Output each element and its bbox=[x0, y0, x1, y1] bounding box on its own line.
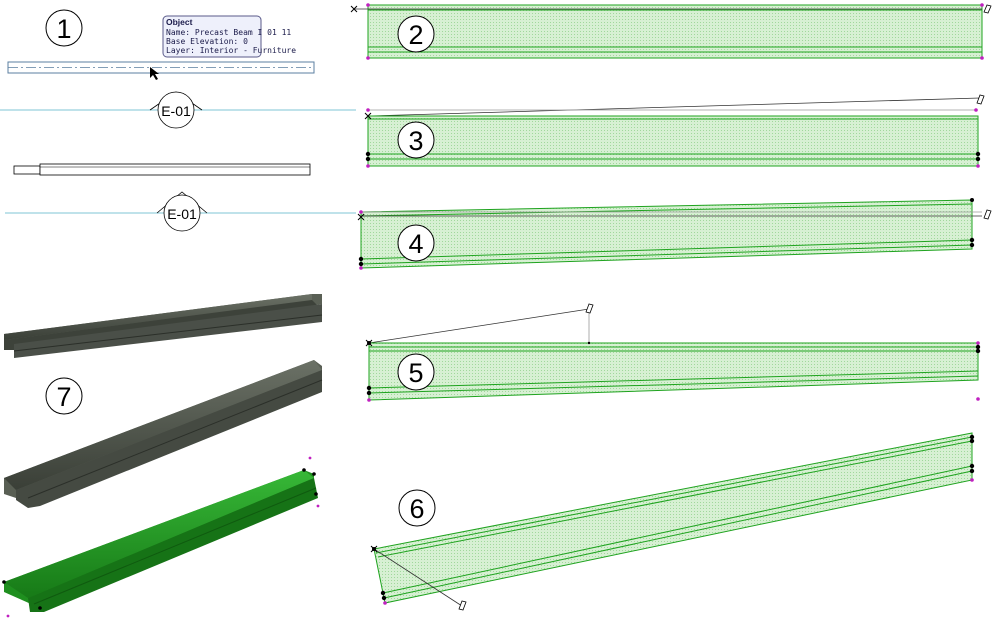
beam-tilted-edit[interactable] bbox=[367, 115, 979, 167]
panel-number-circle bbox=[397, 353, 435, 391]
start-point-icon bbox=[370, 545, 378, 553]
panel-2: 2 bbox=[350, 3, 992, 60]
pencil-icon bbox=[983, 209, 992, 220]
slope-guide-line bbox=[367, 97, 981, 117]
beam-sloped-a[interactable] bbox=[360, 199, 973, 269]
elevation-marker[interactable]: E-01 bbox=[149, 91, 203, 129]
panel-number-5: 5 bbox=[408, 358, 423, 388]
selection-handles[interactable] bbox=[358, 198, 975, 270]
panel-6: 6 bbox=[370, 432, 975, 611]
panel-5: 5 bbox=[365, 303, 981, 402]
beam-render-flat bbox=[4, 294, 323, 358]
start-point-icon bbox=[365, 339, 373, 347]
pencil-icon bbox=[585, 303, 594, 314]
panel-number-7: 7 bbox=[56, 382, 71, 412]
plan-beam[interactable] bbox=[7, 61, 315, 74]
start-point-icon bbox=[357, 213, 365, 221]
pencil-icon bbox=[976, 94, 985, 105]
elevation-marker[interactable]: E-01 bbox=[156, 191, 208, 232]
start-point-icon bbox=[350, 5, 358, 13]
beam-render-sloped bbox=[4, 360, 323, 508]
selection-handles[interactable] bbox=[372, 434, 975, 605]
panel-number-4: 4 bbox=[408, 229, 423, 259]
start-point-icon bbox=[364, 112, 372, 120]
selection-handles[interactable] bbox=[365, 108, 981, 168]
panel-4: 4 bbox=[357, 198, 992, 270]
tooltip-title: Object bbox=[166, 17, 193, 27]
beam-sloped-c[interactable] bbox=[373, 432, 973, 604]
panel-number-circle bbox=[397, 121, 435, 159]
beam-sloped-b[interactable] bbox=[368, 342, 979, 401]
elevation-marker-label: E-01 bbox=[161, 103, 191, 119]
selection-handles[interactable] bbox=[366, 3, 984, 60]
pencil-icon bbox=[458, 600, 467, 611]
panel-1: 1 Object Name: Precast Beam I 01 11 Base… bbox=[0, 9, 356, 232]
beam-plan-flat[interactable] bbox=[354, 4, 983, 59]
panel-3: 3 bbox=[364, 94, 985, 168]
selection-handles[interactable] bbox=[366, 341, 981, 402]
panel-number-2: 2 bbox=[408, 20, 423, 50]
section-beam[interactable] bbox=[13, 163, 311, 176]
pencil-icon bbox=[983, 4, 992, 14]
panel-number-circle bbox=[397, 15, 435, 53]
panel-number-circle bbox=[398, 489, 436, 527]
beam-render-selected[interactable] bbox=[4, 470, 318, 612]
panel-number-circle bbox=[45, 9, 83, 47]
tooltip-layer: Layer: Interior - Furniture bbox=[166, 46, 296, 55]
elevation-marker-label: E-01 bbox=[167, 206, 197, 222]
panel-number-circle bbox=[45, 377, 83, 415]
object-tooltip: Object Name: Precast Beam I 01 11 Base E… bbox=[162, 15, 296, 58]
panel-number-6: 6 bbox=[409, 494, 424, 524]
cursor-icon bbox=[150, 67, 159, 80]
panel-number-circle bbox=[397, 224, 435, 262]
panel-7: 7 bbox=[2, 294, 323, 618]
tooltip-name: Name: Precast Beam I 01 11 bbox=[166, 28, 291, 37]
slope-guide-line bbox=[373, 548, 463, 607]
slope-guide-line bbox=[368, 308, 590, 344]
panel-number-3: 3 bbox=[408, 126, 423, 156]
selection-handles[interactable] bbox=[2, 456, 320, 618]
tooltip-elevation: Base Elevation: 0 bbox=[166, 37, 248, 46]
panel-number-1: 1 bbox=[56, 14, 71, 44]
